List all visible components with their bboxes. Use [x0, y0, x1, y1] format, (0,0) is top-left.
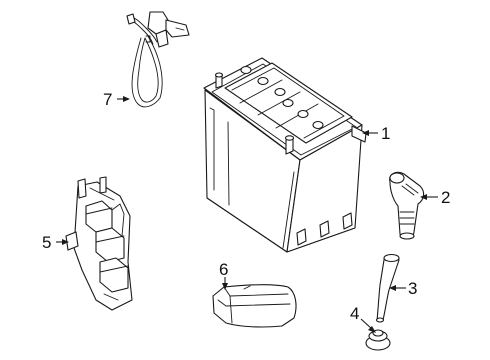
arrow-6 [222, 283, 228, 290]
part-5-fuse-block [65, 176, 133, 311]
part-1-battery [203, 57, 367, 253]
arrow-2 [420, 194, 427, 200]
arrow-7 [123, 96, 130, 102]
part-6-cover [212, 284, 297, 328]
callout-5: 5 [42, 233, 51, 252]
arrow-4 [368, 326, 376, 333]
arrow-3 [389, 285, 396, 291]
callout-4: 4 [350, 304, 359, 323]
callout-1: 1 [381, 124, 390, 143]
leader-lines [56, 96, 438, 333]
arrow-5 [62, 239, 69, 245]
callout-3: 3 [408, 279, 417, 298]
part-4-plug [365, 329, 391, 351]
callout-7: 7 [103, 90, 112, 109]
arrow-1 [362, 130, 369, 136]
callout-6: 6 [219, 260, 228, 279]
callout-labels: 1 2 3 4 5 6 7 [42, 90, 450, 323]
part-7-cable [126, 11, 190, 108]
part-2-vent-elbow [389, 171, 425, 240]
part-3-hose [375, 253, 400, 323]
callout-2: 2 [441, 188, 450, 207]
